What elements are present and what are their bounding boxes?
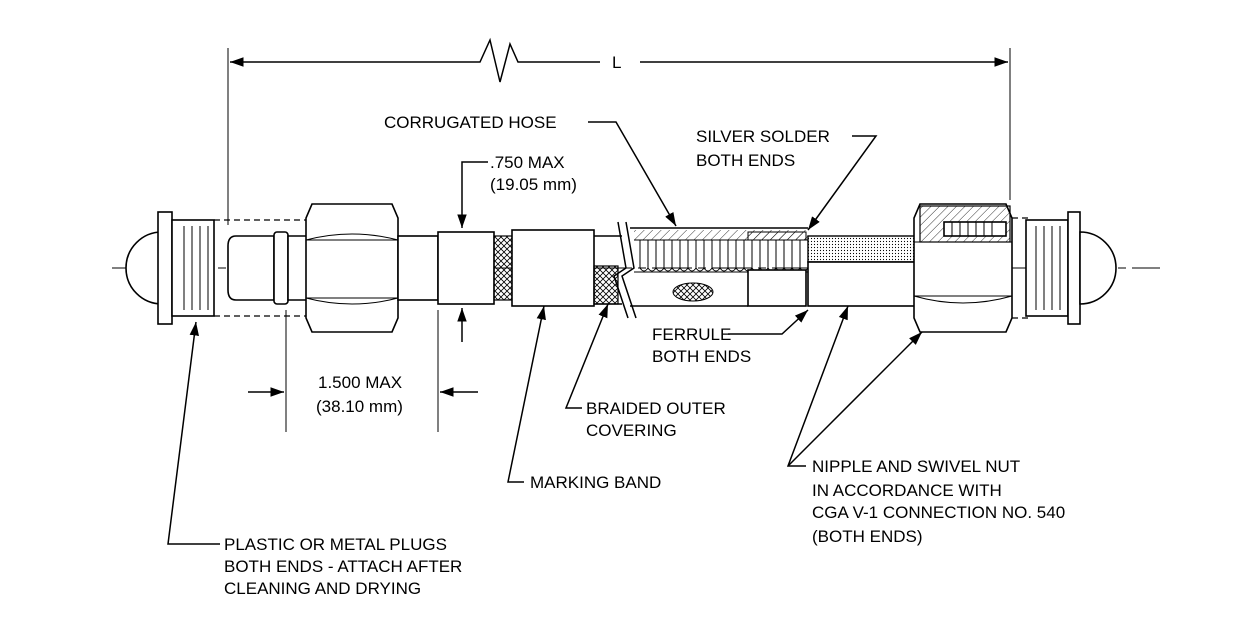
svg-text:PLASTIC OR METAL PLUGS: PLASTIC OR METAL PLUGS	[224, 535, 447, 554]
corrugation	[743, 240, 753, 272]
corrugation	[639, 240, 649, 272]
length-dimension: L	[227, 37, 1011, 225]
callout-ferrule: FERRULE BOTH ENDS	[652, 309, 809, 366]
corrugation	[711, 240, 721, 272]
corrugation	[655, 240, 665, 272]
callout-marking-band: MARKING BAND	[507, 305, 661, 492]
callout-silver-solder: SILVER SOLDER BOTH ENDS	[696, 127, 878, 231]
svg-text:CORRUGATED HOSE: CORRUGATED HOSE	[384, 113, 557, 132]
callout-plugs: PLASTIC OR METAL PLUGS BOTH ENDS - ATTAC…	[167, 321, 462, 598]
length-max-label-1: 1.500 MAX	[318, 373, 402, 392]
svg-text:SILVER SOLDER: SILVER SOLDER	[696, 127, 830, 146]
corrugation	[791, 240, 801, 272]
length-max-dimension: 1.500 MAX (38.10 mm)	[248, 310, 478, 432]
left-ferrule	[437, 231, 513, 305]
svg-text:(BOTH ENDS): (BOTH ENDS)	[812, 527, 923, 546]
marking-band	[511, 229, 595, 307]
corrugation	[703, 240, 713, 272]
callout-braided-covering: BRAIDED OUTER COVERING	[564, 303, 726, 440]
corrugation	[751, 240, 761, 272]
right-ferrule	[747, 231, 807, 307]
svg-text:CGA V-1 CONNECTION NO. 540: CGA V-1 CONNECTION NO. 540	[812, 503, 1065, 522]
length-label: L	[612, 53, 621, 72]
svg-text:FERRULE: FERRULE	[652, 325, 731, 344]
svg-text:BOTH ENDS: BOTH ENDS	[696, 151, 795, 170]
corrugation	[775, 240, 785, 272]
right-nipple-swivel-nut	[807, 203, 1013, 333]
svg-text:BOTH ENDS - ATTACH AFTER: BOTH ENDS - ATTACH AFTER	[224, 557, 462, 576]
left-nipple-swivel-nut	[227, 203, 439, 333]
diameter-label-2: (19.05 mm)	[490, 175, 577, 194]
braided-covering-left	[593, 235, 622, 305]
corrugation	[663, 240, 673, 272]
length-max-label-2: (38.10 mm)	[316, 397, 403, 416]
callout-nipple-swivel-nut: NIPPLE AND SWIVEL NUT IN ACCORDANCE WITH…	[786, 305, 1065, 546]
callout-corrugated-hose: CORRUGATED HOSE	[384, 113, 677, 227]
svg-text:BOTH ENDS: BOTH ENDS	[652, 347, 751, 366]
svg-text:MARKING BAND: MARKING BAND	[530, 473, 661, 492]
break-symbol	[613, 221, 637, 319]
svg-text:COVERING: COVERING	[586, 421, 677, 440]
corrugation	[735, 240, 745, 272]
corrugation	[679, 240, 689, 272]
corrugation	[719, 240, 729, 272]
svg-text:BRAIDED OUTER: BRAIDED OUTER	[586, 399, 726, 418]
svg-text:CLEANING AND DRYING: CLEANING AND DRYING	[224, 579, 421, 598]
corrugation	[695, 240, 705, 272]
right-plug	[1025, 211, 1117, 325]
diameter-label-1: .750 MAX	[490, 153, 565, 172]
corrugation	[727, 240, 737, 272]
svg-text:IN ACCORDANCE WITH: IN ACCORDANCE WITH	[812, 481, 1002, 500]
left-plug	[125, 211, 215, 325]
corrugation	[783, 240, 793, 272]
corrugation	[767, 240, 777, 272]
corrugation	[799, 240, 809, 272]
corrugation	[671, 240, 681, 272]
corrugation	[647, 240, 657, 272]
diameter-dimension: .750 MAX (19.05 mm)	[457, 153, 577, 342]
corrugation	[687, 240, 697, 272]
svg-text:NIPPLE AND SWIVEL NUT: NIPPLE AND SWIVEL NUT	[812, 457, 1020, 476]
corrugation	[759, 240, 769, 272]
